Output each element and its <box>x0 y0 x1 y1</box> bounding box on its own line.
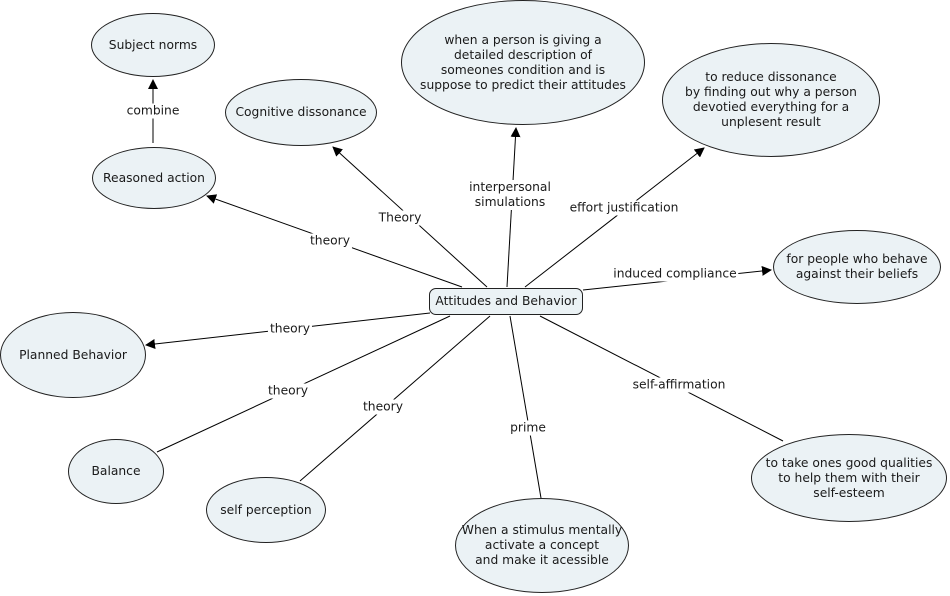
concept-interpersonal-description[interactable]: when a person is giving a detailed descr… <box>401 0 645 125</box>
concept-planned-behavior[interactable]: Planned Behavior <box>0 312 146 398</box>
link-label-self-affirmation: self-affirmation <box>630 377 728 393</box>
link-label-induced: induced compliance <box>611 266 739 282</box>
link-effort-line <box>524 147 705 288</box>
concept-self-perception[interactable]: self perception <box>206 477 326 543</box>
central-concept-attitudes-and-behavior[interactable]: Attitudes and Behavior <box>429 288 583 315</box>
link-label-prime: prime <box>508 420 548 436</box>
link-theory-self-perception-line <box>299 315 491 482</box>
concept-effort-description[interactable]: to reduce dissonance by finding out why … <box>662 43 880 157</box>
concept-reasoned-action[interactable]: Reasoned action <box>92 147 216 209</box>
concept-subject-norms[interactable]: Subject norms <box>91 13 215 77</box>
link-label-interpersonal: interpersonal simulations <box>467 180 553 210</box>
link-prime-line <box>509 315 542 499</box>
concept-prime-description[interactable]: When a stimulus mentally activate a conc… <box>455 498 629 593</box>
link-label-theory-self-perception: theory <box>360 399 406 415</box>
link-label-theory-planned: theory <box>267 321 313 337</box>
link-label-theory-reasoned: theory <box>307 233 353 249</box>
concept-self-affirmation-description[interactable]: to take ones good qualities to help them… <box>751 434 947 522</box>
concept-balance[interactable]: Balance <box>68 439 164 504</box>
link-label-theory-balance: theory <box>265 383 311 399</box>
link-label-combine: combine <box>124 103 182 119</box>
link-label-theory-cognitive: Theory <box>376 210 424 226</box>
concept-induced-description[interactable]: for people who behave against their beli… <box>773 230 941 304</box>
link-label-effort: effort justification <box>567 200 681 216</box>
concept-cognitive-dissonance[interactable]: Cognitive dissonance <box>225 79 377 146</box>
